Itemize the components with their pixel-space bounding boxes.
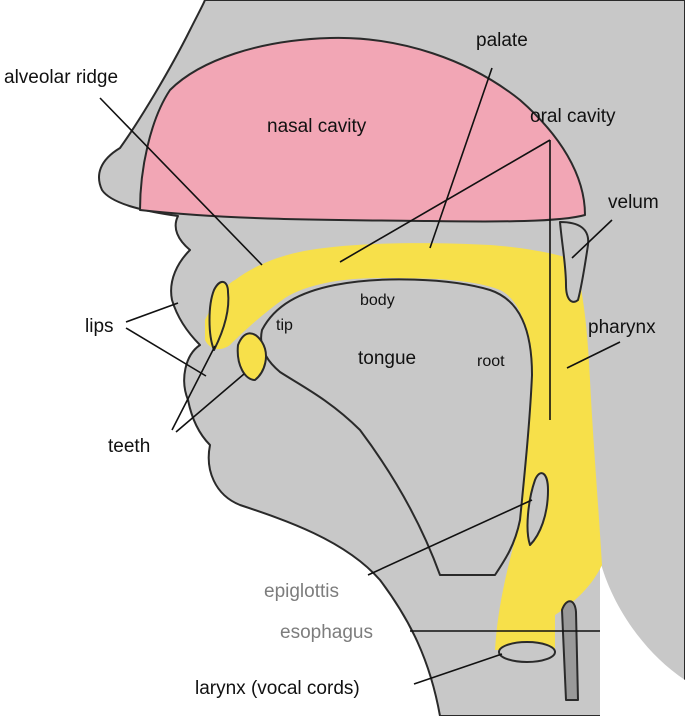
leader-lips-lower xyxy=(125,327,207,377)
label-velum: velum xyxy=(608,192,659,213)
label-pharynx: pharynx xyxy=(588,317,656,338)
leader-oral-cavity-a xyxy=(339,139,551,263)
leader-lips-upper xyxy=(125,302,179,323)
larynx-shape xyxy=(498,641,556,663)
leader-palate xyxy=(429,67,493,249)
leader-velum xyxy=(571,219,613,259)
leader-epiglottis xyxy=(367,499,533,576)
nasal-cavity-region xyxy=(139,36,586,223)
lower-tooth xyxy=(236,332,267,381)
label-oral-cavity: oral cavity xyxy=(530,106,616,127)
label-nasal-cavity: nasal cavity xyxy=(267,116,367,137)
label-epiglottis: epiglottis xyxy=(264,581,339,602)
label-teeth: teeth xyxy=(108,436,150,457)
leader-teeth-lower xyxy=(175,373,245,433)
label-alveolar-ridge: alveolar ridge xyxy=(4,67,118,88)
label-larynx: larynx (vocal cords) xyxy=(195,678,360,699)
leader-alveolar-ridge xyxy=(99,97,263,266)
tongue-shape xyxy=(260,278,533,576)
leader-teeth-upper xyxy=(171,345,216,431)
esophagus-shape xyxy=(561,600,579,701)
label-esophagus: esophagus xyxy=(280,622,373,643)
epiglottis-shape xyxy=(526,472,549,546)
throat-gap xyxy=(600,560,685,716)
velum-shape xyxy=(559,221,590,303)
label-body: body xyxy=(360,292,395,309)
label-tip: tip xyxy=(276,317,293,334)
label-root: root xyxy=(477,353,505,370)
leader-pharynx xyxy=(566,341,621,369)
label-lips: lips xyxy=(85,316,114,337)
leader-larynx xyxy=(413,653,503,685)
upper-tooth xyxy=(208,281,230,351)
label-tongue: tongue xyxy=(358,348,416,369)
label-palate: palate xyxy=(476,30,528,51)
